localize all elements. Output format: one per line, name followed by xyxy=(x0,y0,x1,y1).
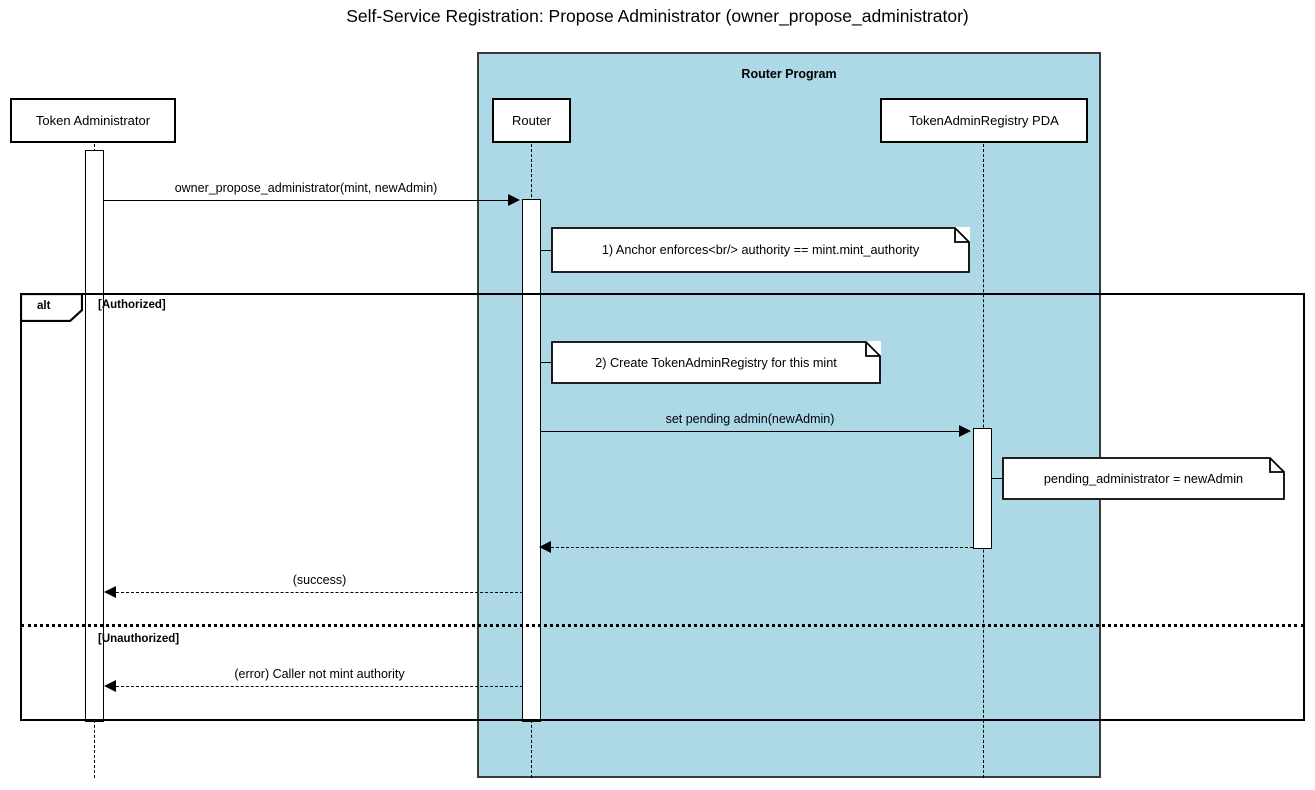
participant-token-admin-registry-pda[interactable]: TokenAdminRegistry PDA xyxy=(880,98,1088,143)
message-label-error: (error) Caller not mint authority xyxy=(234,667,405,681)
pentagon-tab-icon xyxy=(21,294,83,322)
message-line-propose xyxy=(104,200,508,201)
note-shape-icon xyxy=(551,341,881,384)
group-label-router-program: Router Program xyxy=(741,67,837,81)
note-anchor-enforces: 1) Anchor enforces<br/> authority == min… xyxy=(551,227,970,273)
arrowhead-pda-return xyxy=(539,540,551,553)
message-label-success: (success) xyxy=(292,573,347,587)
participant-label-token-admin-registry-pda: TokenAdminRegistry PDA xyxy=(909,113,1059,128)
fragment-guard-unauthorized: [Unauthorized] xyxy=(98,633,180,645)
note-shape-icon xyxy=(1002,457,1285,500)
note-pending-administrator: pending_administrator = newAdmin xyxy=(1002,457,1285,500)
note-connector-pending-administrator xyxy=(992,478,1003,479)
fragment-operator-label: alt xyxy=(37,300,51,312)
arrowhead-error xyxy=(104,679,116,692)
message-line-error xyxy=(116,686,523,687)
note-text-create-registry: 2) Create TokenAdminRegistry for this mi… xyxy=(595,355,837,370)
note-text-anchor-enforces: 1) Anchor enforces<br/> authority == min… xyxy=(601,243,920,257)
note-text-pending-administrator: pending_administrator = newAdmin xyxy=(1043,471,1244,486)
fragment-operator-tab: alt xyxy=(21,294,83,322)
note-connector-create-registry xyxy=(541,362,552,363)
participant-token-administrator[interactable]: Token Administrator xyxy=(10,98,176,143)
note-create-registry: 2) Create TokenAdminRegistry for this mi… xyxy=(551,341,881,384)
message-line-pda-return xyxy=(551,547,973,548)
fragment-guard-authorized: [Authorized] xyxy=(98,299,166,311)
participant-label-router: Router xyxy=(511,113,552,128)
note-shape-icon xyxy=(551,227,970,273)
message-line-set-pending-admin xyxy=(541,431,959,432)
page-title: Self-Service Registration: Propose Admin… xyxy=(346,6,969,26)
participant-label-token-administrator: Token Administrator xyxy=(35,113,151,128)
arrowhead-set-pending-admin xyxy=(959,424,971,437)
participant-router[interactable]: Router xyxy=(492,98,571,143)
activation-router xyxy=(522,199,541,722)
message-label-propose: owner_propose_administrator(mint, newAdm… xyxy=(174,181,438,195)
message-line-success xyxy=(116,592,523,593)
arrowhead-propose xyxy=(508,193,520,206)
note-connector-anchor-enforces xyxy=(541,250,552,251)
message-label-set-pending-admin: set pending admin(newAdmin) xyxy=(665,412,835,426)
fragment-else-divider xyxy=(21,624,1304,627)
activation-token-admin-registry-pda xyxy=(973,428,992,549)
group-box-router-program: Router Program xyxy=(477,52,1101,778)
arrowhead-success xyxy=(104,585,116,598)
